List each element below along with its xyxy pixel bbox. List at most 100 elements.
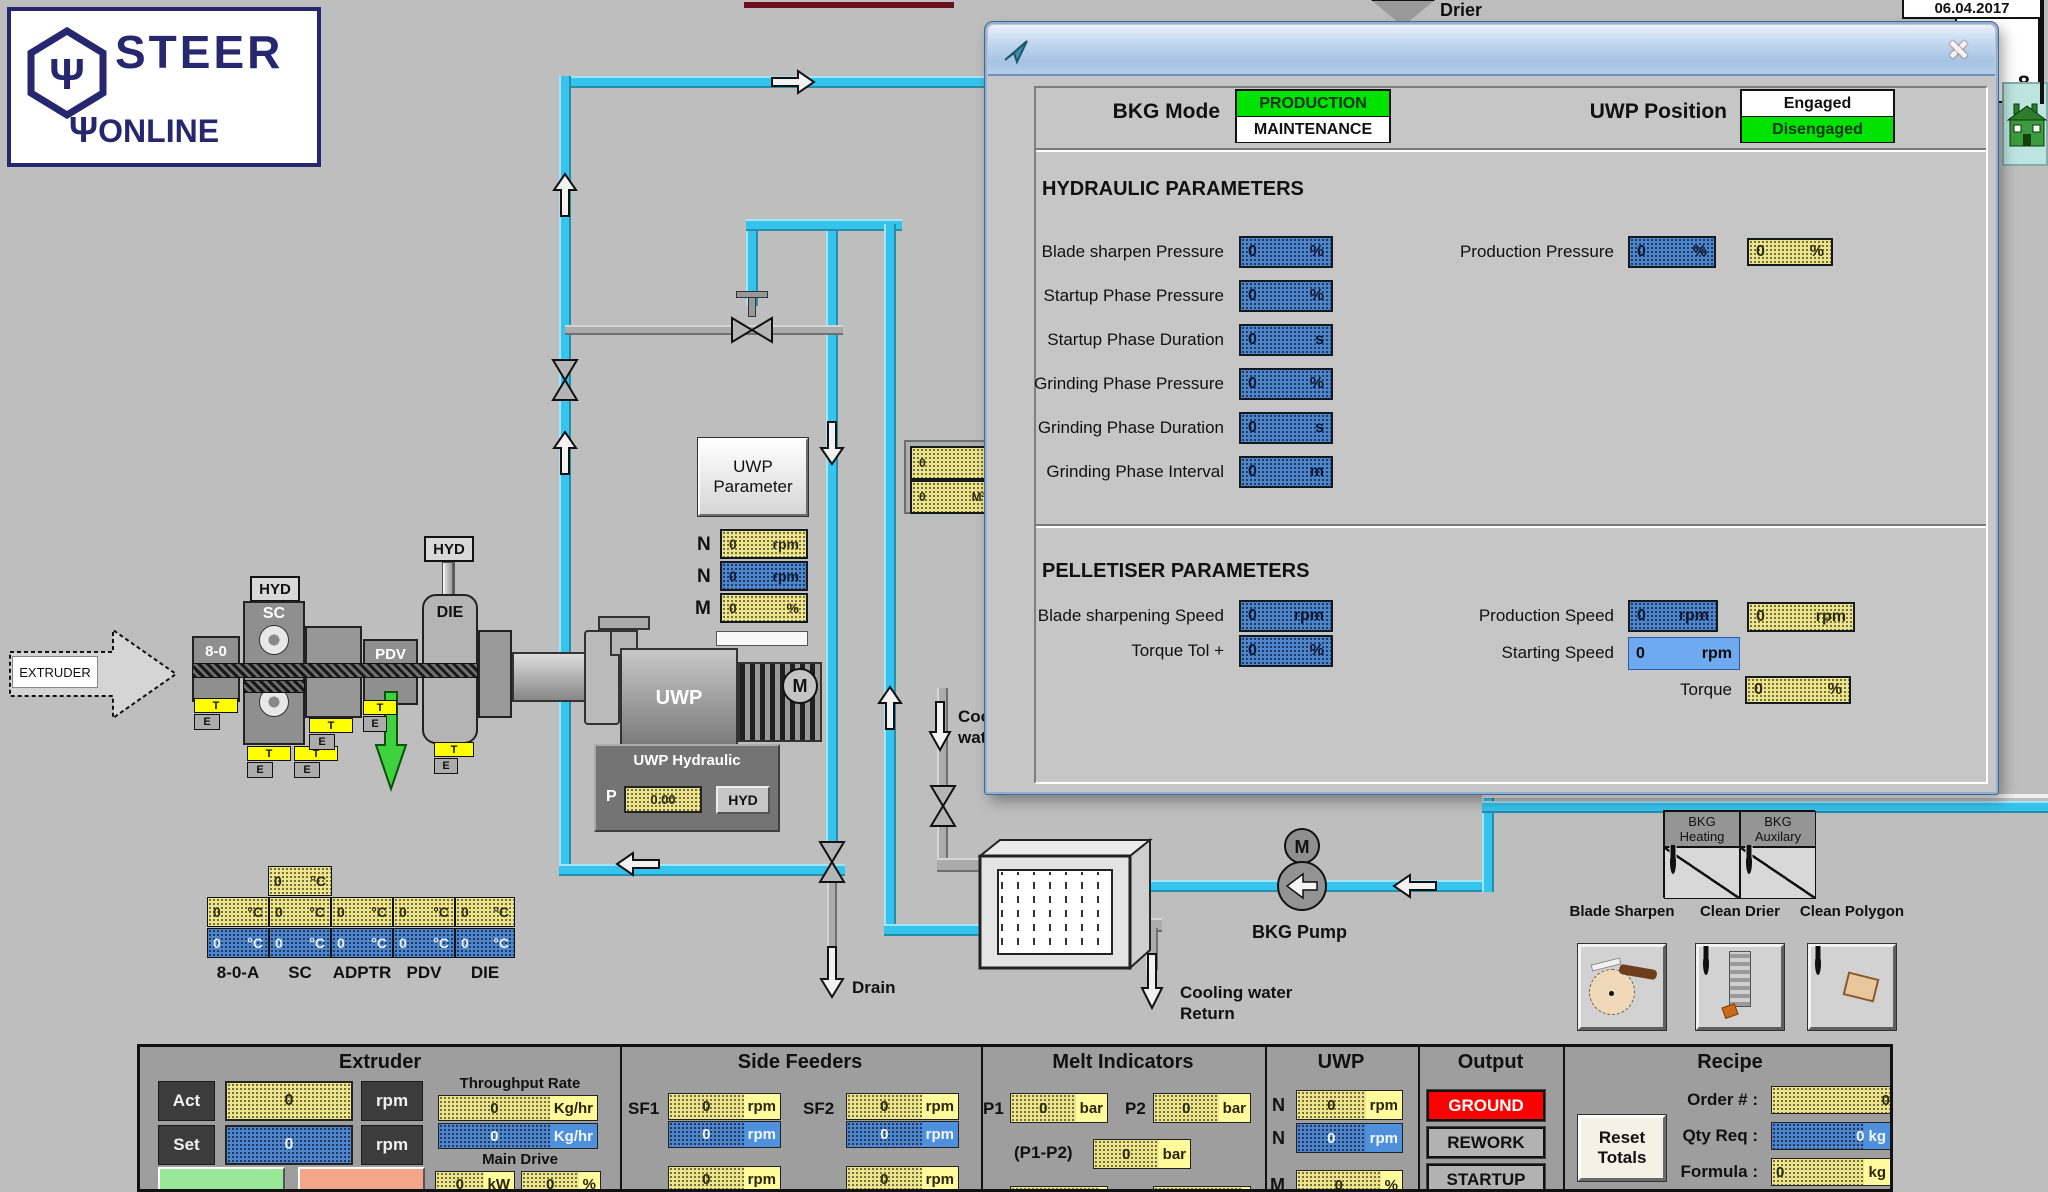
uwp-pump-body[interactable]: UWP — [620, 648, 738, 748]
temp-set-field[interactable]: 0°C — [269, 928, 331, 958]
temp-set-field[interactable]: 0°C — [455, 928, 515, 958]
sf3-label: SF3 — [628, 1186, 659, 1189]
p-value-field[interactable]: 0.00 — [624, 786, 702, 813]
temp-zone-label: SC — [288, 963, 312, 982]
torque-tol-field[interactable]: 0% — [1239, 635, 1333, 667]
rework-button[interactable]: REWORK — [1426, 1126, 1546, 1159]
temp-act-field[interactable]: 0°C — [269, 897, 331, 927]
bkg-pump-icon[interactable]: M — [1272, 822, 1332, 916]
clean-polygon-button[interactable] — [1807, 943, 1897, 1031]
hyd-row-field[interactable]: 0% — [1239, 368, 1333, 400]
panel-divider — [620, 1047, 622, 1189]
side-feeders-title: Side Feeders — [737, 1051, 863, 1073]
extruder-act-field[interactable]: 0 — [225, 1081, 353, 1121]
torque-field[interactable]: 0% — [1745, 676, 1851, 704]
pipe-segment — [884, 924, 988, 936]
valve[interactable] — [929, 784, 957, 828]
reset-totals-button[interactable]: Reset Totals — [1577, 1114, 1667, 1182]
svg-text:Ψ: Ψ — [49, 50, 85, 99]
hyd-row-field[interactable]: 0% — [1239, 236, 1333, 268]
mode-production-button[interactable]: PRODUCTION — [1237, 91, 1389, 117]
uwp-m-panel-field[interactable]: 0% — [1296, 1170, 1403, 1189]
t1-field[interactable] — [1010, 1186, 1108, 1189]
heat-exchanger — [978, 838, 1153, 971]
bkg-pump-label: BKG Pump — [1252, 922, 1348, 942]
uwp-m-field[interactable]: 0% — [720, 593, 808, 623]
startup-button[interactable]: STARTUP — [1426, 1163, 1546, 1189]
temp-act-field[interactable]: 0°C — [393, 897, 455, 927]
temp-act-field[interactable]: 0°C — [207, 897, 269, 927]
order-field[interactable]: 0 — [1771, 1086, 1890, 1114]
power-icon — [1670, 851, 1676, 874]
temp-set-field[interactable]: 0°C — [207, 928, 269, 958]
temp-field[interactable]: 0°C — [268, 866, 332, 896]
extruder-off-button[interactable]: OFF — [298, 1167, 425, 1189]
temp-zone-label: 8-0-A — [216, 963, 260, 982]
main-drive-pct-field[interactable]: 0% — [521, 1171, 601, 1189]
temp-set-field[interactable]: 0°C — [393, 928, 455, 958]
dialog-title-bar[interactable] — [988, 25, 1995, 76]
valve[interactable] — [818, 840, 846, 884]
home-tile[interactable] — [2002, 82, 2048, 166]
clean-drier-button[interactable] — [1695, 943, 1785, 1031]
sst-label: SST — [798, 1186, 831, 1189]
valve[interactable] — [730, 316, 774, 344]
ground-button[interactable]: GROUND — [1426, 1089, 1546, 1122]
bkg-heating-cell[interactable] — [1664, 847, 1740, 899]
drier-funnel-icon — [1371, 0, 1435, 22]
dialog-close-button[interactable] — [1928, 32, 1988, 68]
mode-maintenance-button[interactable]: MAINTENANCE — [1237, 117, 1389, 142]
production-pressure-field-2[interactable]: 0% — [1747, 238, 1833, 266]
flow-arrow-down — [819, 421, 845, 466]
temp-set-field[interactable]: 0°C — [331, 928, 393, 958]
production-pressure-label: Production Pressure — [1459, 242, 1614, 261]
power-icon — [1746, 851, 1752, 874]
temp-act-field[interactable]: 0°C — [455, 897, 515, 927]
position-engaged-button[interactable]: Engaged — [1742, 91, 1893, 117]
melt-indicators-title: Melt Indicators — [1052, 1051, 1194, 1073]
t1-label: T1 — [983, 1186, 1003, 1189]
starting-speed-label: Starting Speed — [1501, 643, 1614, 662]
position-disengaged-button[interactable]: Disengaged — [1742, 117, 1893, 142]
pelletiser-heading: PELLETISER PARAMETERS — [1042, 560, 1310, 582]
extruder-on-button[interactable]: ON — [158, 1167, 285, 1189]
hyd-button[interactable]: HYD — [716, 786, 770, 814]
extruder-set-field[interactable]: 0 — [225, 1125, 353, 1165]
uwp-parameter-button[interactable]: UWP Parameter — [697, 437, 809, 517]
uwp-position-label: UWP Position — [1589, 100, 1727, 123]
valve[interactable] — [551, 358, 579, 402]
temp-act-field[interactable]: 0°C — [331, 897, 393, 927]
hyd-row-field[interactable]: 0% — [1239, 280, 1333, 312]
t2-field[interactable] — [1153, 1186, 1251, 1189]
bkg-auxilary-cell[interactable] — [1740, 847, 1816, 899]
production-pressure-field[interactable]: 0% — [1628, 236, 1716, 268]
window-edge-line — [2040, 0, 2044, 104]
blade-sharpen-button[interactable] — [1577, 943, 1667, 1031]
